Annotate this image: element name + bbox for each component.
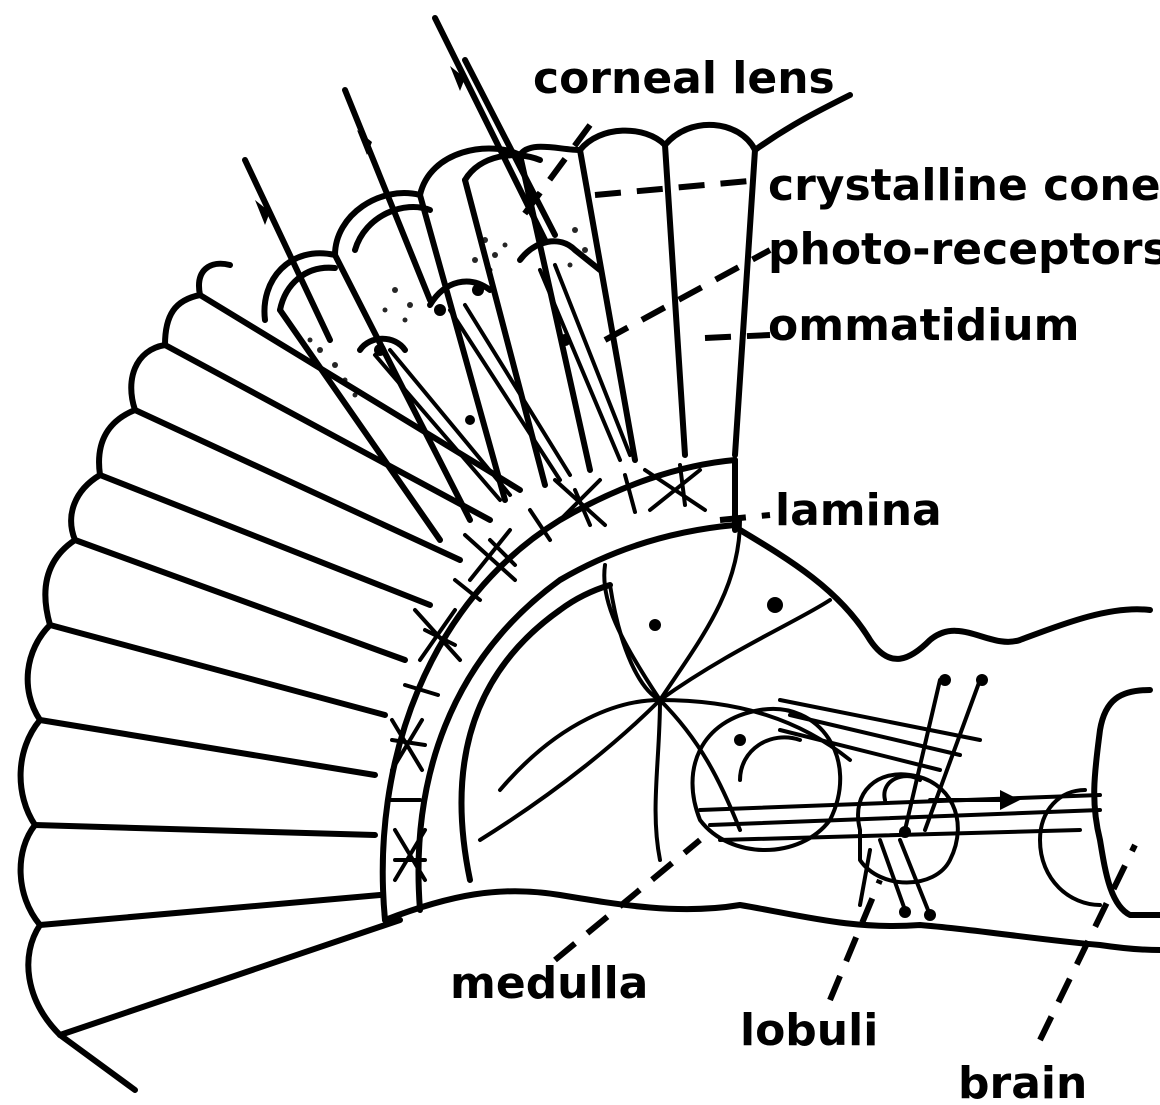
fan-separator — [40, 895, 380, 925]
fan-separator — [100, 475, 430, 605]
head-outline-lower — [385, 891, 1160, 950]
label-brain: brain — [958, 1058, 1087, 1105]
medulla-fiber — [480, 700, 660, 840]
label-medulla: medulla — [450, 958, 648, 1009]
medulla-region — [461, 520, 850, 880]
lobula-fiber — [880, 840, 905, 910]
receptor-nucleus — [465, 415, 475, 425]
fan-separator — [50, 625, 385, 715]
leader-ommatidium — [705, 335, 770, 338]
label-ommatidium: ommatidium — [768, 300, 1079, 351]
neuron-soma — [899, 826, 911, 838]
receptor-nucleus — [434, 304, 446, 316]
receptor-nucleus — [374, 344, 386, 356]
leader-corneal-lens — [520, 125, 590, 220]
label-lobuli: lobuli — [740, 1005, 878, 1056]
neuron-soma — [939, 674, 951, 686]
fan-separator — [135, 410, 460, 560]
label-crystalline-cone: crystalline cone — [768, 160, 1160, 211]
light-ray — [245, 160, 330, 340]
fan-tail — [60, 1035, 135, 1090]
medulla-loop — [740, 737, 800, 780]
neuron-soma — [649, 619, 661, 631]
neuron-soma — [767, 597, 783, 613]
neuron-soma — [976, 674, 988, 686]
label-photo-receptors: photo-receptors — [768, 224, 1160, 275]
lens-dome — [580, 131, 665, 150]
lens-dome — [264, 253, 335, 320]
leader-crystalline-cone — [595, 180, 760, 195]
label-corneal-lens: corneal lens — [533, 53, 835, 104]
fan-separator — [40, 720, 375, 775]
lamina-cartridge — [625, 475, 635, 512]
medulla-fiber — [660, 600, 830, 700]
leader-lamina — [720, 515, 770, 520]
lens-dome — [665, 125, 755, 150]
fan-separator — [60, 920, 400, 1035]
label-lamina: lamina — [775, 485, 942, 536]
medulla-fiber — [610, 585, 660, 700]
brain-loop — [1040, 790, 1100, 905]
leader-lobuli — [830, 880, 880, 1000]
ommatidia-fan — [21, 264, 520, 1090]
fan-separator — [35, 825, 375, 835]
lobula-fiber — [780, 730, 940, 770]
ommatidium-wall — [735, 150, 755, 455]
pigment-cells — [308, 227, 589, 398]
neuron-soma — [734, 734, 746, 746]
light-rays — [245, 18, 555, 340]
cone-tip — [520, 241, 600, 270]
medulla-fiber — [500, 700, 660, 790]
arrow-head — [1000, 790, 1020, 810]
receptor-nucleus — [559, 334, 571, 346]
brain-outline — [1094, 690, 1160, 915]
rhabdom — [465, 305, 570, 475]
lobula-fiber — [700, 795, 1100, 810]
neuron-soma — [924, 909, 936, 921]
medulla-fiber — [656, 700, 660, 860]
lamina-crosshatch — [645, 470, 705, 510]
receptor-nucleus — [472, 284, 484, 296]
head-outline-upper — [740, 530, 1150, 659]
neuron-soma — [899, 906, 911, 918]
medulla-loop — [693, 709, 841, 850]
